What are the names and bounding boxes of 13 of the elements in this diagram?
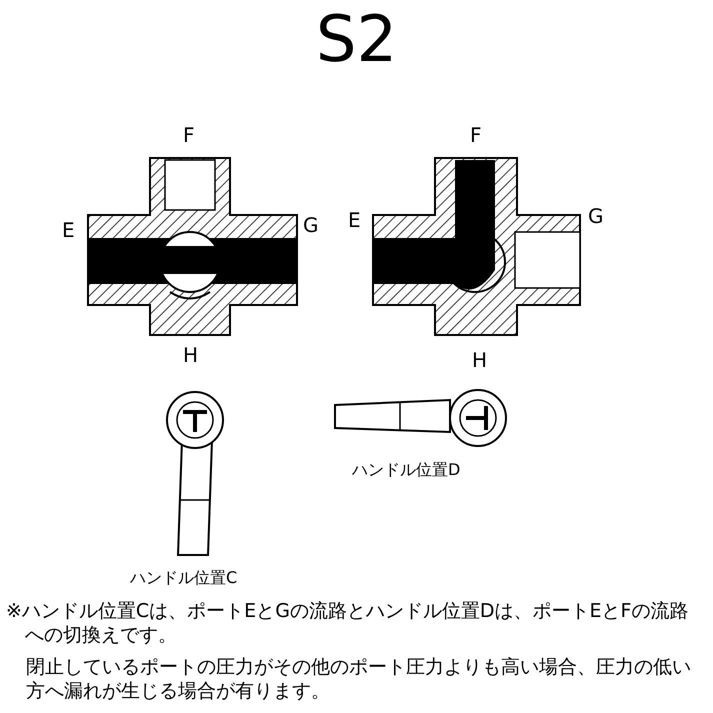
port-label: G: [303, 215, 318, 235]
port-label: E: [62, 220, 75, 240]
port-label: F: [183, 125, 195, 145]
handle-position-caption: ハンドル位置D: [352, 462, 460, 478]
port-label: H: [183, 345, 198, 365]
port-label: F: [470, 125, 482, 145]
handle-position-caption: ハンドル位置C: [130, 570, 238, 586]
port-label: G: [588, 206, 604, 226]
note-text: 閉止しているポートの圧力がその他のポート圧力よりも高い場合、圧力の低い方へ漏れが生じる場合が有ります。: [26, 656, 692, 704]
port-label: E: [348, 210, 361, 230]
note-text: ※ハンドル位置Cは、ポートEとGの流路とハンドル位置Dは、ポートEとFの流路への切換えです。: [6, 600, 690, 648]
title: S2: [314, 8, 398, 72]
port-label: H: [472, 350, 488, 370]
